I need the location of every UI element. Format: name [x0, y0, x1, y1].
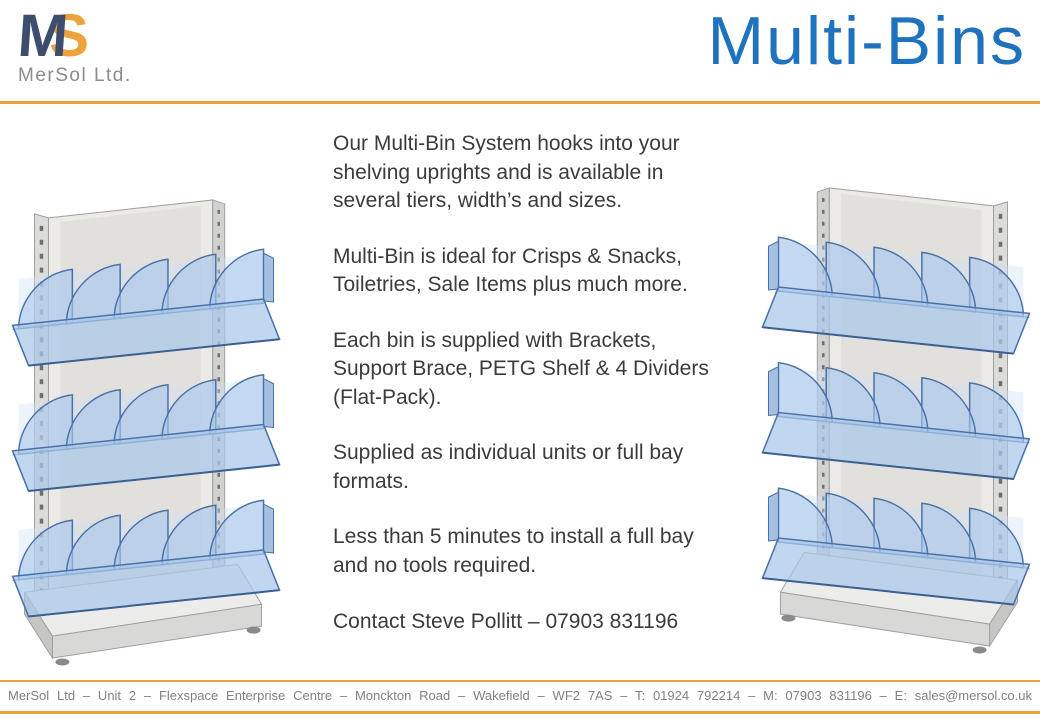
footer-divider-bottom — [0, 711, 1040, 714]
body-paragraph-ideal-for: Multi-Bin is ideal for Crisps & Snacks, … — [333, 244, 688, 297]
multibin-unit-right-illustration — [734, 176, 1034, 654]
header-divider — [0, 101, 1040, 104]
logo-monogram: M S — [15, 2, 132, 69]
contact-line: Contact Steve Pollitt – 07903 831196 — [333, 609, 679, 633]
footer-divider-top — [0, 680, 1040, 682]
logo-letter-s: S — [48, 2, 89, 69]
body-paragraph-supplied-with: Each bin is supplied with Brackets, Supp… — [333, 328, 709, 409]
page-title: Multi-Bins — [707, 3, 1026, 79]
footer-address: MerSol Ltd – Unit 2 – Flexspace Enterpri… — [8, 688, 1032, 703]
body-copy: Our Multi-Bin System hooks into your she… — [333, 130, 725, 663]
logo-letter-m: M — [15, 2, 69, 69]
body-paragraph-install-time: Less than 5 minutes to install a full ba… — [333, 525, 694, 578]
multibin-unit-left-illustration — [8, 188, 308, 666]
logo-company-name: MerSol Ltd. — [18, 65, 132, 86]
company-logo: M S MerSol Ltd. — [15, 2, 132, 87]
body-paragraph-intro: Our Multi-Bin System hooks into your she… — [333, 132, 680, 213]
body-paragraph-formats: Supplied as individual units or full bay… — [333, 441, 684, 493]
